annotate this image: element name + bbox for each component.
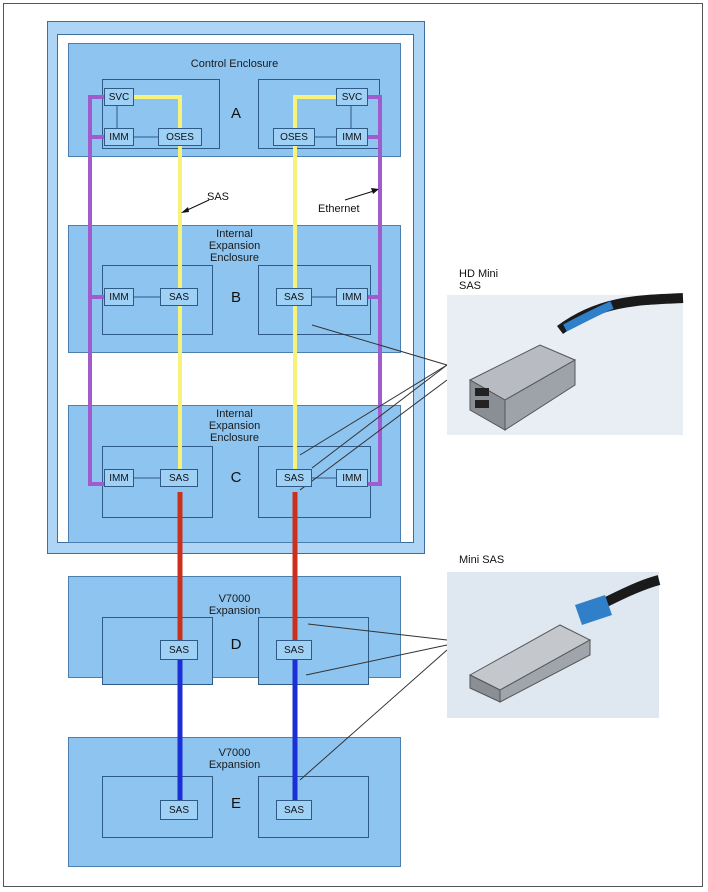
oses-module-right: OSES xyxy=(273,128,315,146)
sas-cable-yellow-right xyxy=(293,95,345,470)
sas-module-c-left: SAS xyxy=(160,469,198,487)
ethernet-annotation-arrow xyxy=(344,189,378,201)
hd-mini-sas-pointer-4 xyxy=(311,364,448,469)
enclosure-d-letter: D xyxy=(230,636,242,653)
hd-mini-sas-photo xyxy=(447,293,684,435)
enclosure-c-title: Internal Expansion Enclosure xyxy=(208,408,261,444)
hd-mini-sas-pointer-3 xyxy=(299,379,448,491)
mini-sas-pointer-3 xyxy=(299,649,448,781)
hd-mini-sas-pointer-2 xyxy=(299,364,448,456)
imm-module-c-right: IMM xyxy=(336,469,368,487)
enclosure-b-letter: B xyxy=(230,289,241,306)
enclosure-a-title: Control Enclosure xyxy=(190,58,279,70)
oses-module-left: OSES xyxy=(158,128,202,146)
imm-module-b-right: IMM xyxy=(336,288,368,306)
sas-module-e-left: SAS xyxy=(160,800,198,820)
imm-module-a-right: IMM xyxy=(336,128,368,146)
mini-sas-label: Mini SAS xyxy=(459,554,505,566)
sas-module-b-left: SAS xyxy=(160,288,198,306)
sas-module-d-left: SAS xyxy=(160,640,198,660)
mini-sas-pointer-2 xyxy=(305,644,448,676)
sas-module-b-right: SAS xyxy=(276,288,312,306)
sas-annotation-label: SAS xyxy=(207,191,230,203)
enclosure-a-letter: A xyxy=(230,105,241,122)
ethernet-cable-right xyxy=(368,95,382,486)
hd-mini-sas-label: HD Mini SAS xyxy=(459,268,499,292)
imm-module-a-left: IMM xyxy=(104,128,134,146)
svc-module-right: SVC xyxy=(336,88,368,106)
ethernet-cable-left xyxy=(88,95,104,486)
ethernet-annotation-arrowhead xyxy=(371,188,379,194)
mini-sas-pointer-1 xyxy=(307,623,448,641)
sas-module-d-right: SAS xyxy=(276,640,312,660)
mini-sas-photo xyxy=(447,572,661,718)
sas-cable-yellow-left xyxy=(133,95,182,470)
enclosure-e: V7000 Expansion E xyxy=(68,737,401,867)
imm-module-c-left: IMM xyxy=(104,469,134,487)
enclosure-d: V7000 Expansion D xyxy=(68,576,401,685)
enclosure-b-title: Internal Expansion Enclosure xyxy=(208,228,261,264)
sas-module-c-right: SAS xyxy=(276,469,312,487)
svc-module-left: SVC xyxy=(104,88,134,106)
sas-module-e-right: SAS xyxy=(276,800,312,820)
enclosure-e-title: V7000 Expansion xyxy=(208,747,261,771)
enclosure-e-letter: E xyxy=(230,795,241,812)
enclosure-d-title: V7000 Expansion xyxy=(208,593,261,617)
enclosure-c-letter: C xyxy=(230,469,242,486)
ethernet-annotation-label: Ethernet xyxy=(318,203,360,215)
sas-annotation-arrowhead xyxy=(181,207,189,213)
hd-mini-sas-pointer-1 xyxy=(311,324,448,366)
imm-module-b-left: IMM xyxy=(104,288,134,306)
